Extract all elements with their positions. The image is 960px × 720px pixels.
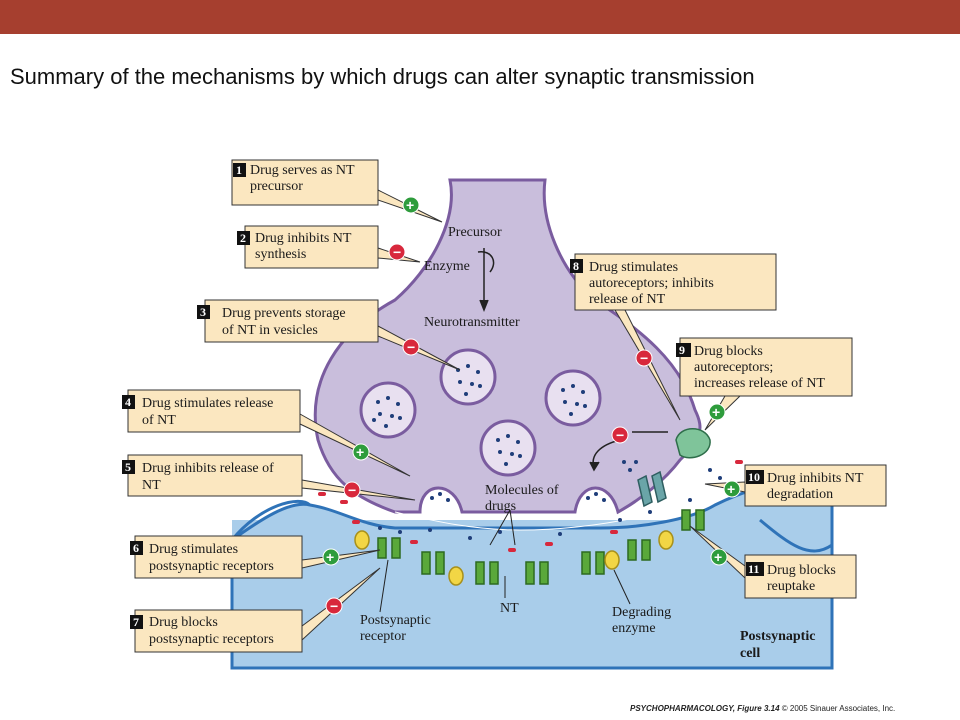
callout-1-num: 1 <box>236 163 242 177</box>
stimulate-badge-11: + <box>710 548 728 566</box>
callout-2: 2 Drug inhibits NT synthesis <box>237 225 421 269</box>
svg-text:+: + <box>326 549 334 565</box>
inhibit-badge-5: − <box>343 481 361 499</box>
label-postsynaptic-cell-line2: cell <box>740 646 760 661</box>
callout-8-line2: autoreceptors; inhibits <box>589 276 714 291</box>
inhibit-badge-8: − <box>635 349 653 367</box>
label-degrading-line1: Degrading <box>612 605 671 620</box>
callout-11-num: 11 <box>748 562 759 576</box>
inhibit-badge-autoreceptor: − <box>611 426 629 444</box>
callout-11-line2: reuptake <box>767 579 815 594</box>
svg-text:+: + <box>356 444 364 460</box>
callout-3-line1: Drug prevents storage <box>222 306 346 321</box>
inhibit-badge-7: − <box>325 597 343 615</box>
callout-2-line2: synthesis <box>255 247 306 262</box>
callout-5-num: 5 <box>125 460 131 474</box>
callout-2-line1: Drug inhibits NT <box>255 231 352 246</box>
callout-9-line3: increases release of NT <box>694 376 825 391</box>
label-precursor: Precursor <box>448 225 502 240</box>
svg-text:−: − <box>616 427 624 443</box>
callout-4-line1: Drug stimulates release <box>142 396 273 411</box>
label-molecules-line1: Molecules of <box>485 483 559 498</box>
effect-badges: + − − + − + − − + + + − <box>322 196 741 615</box>
callout-8-line1: Drug stimulates <box>589 260 678 275</box>
svg-text:+: + <box>714 549 722 565</box>
label-postsynaptic-receptor-line2: receptor <box>360 629 406 644</box>
label-postsynaptic-receptor-line1: Postsynaptic <box>360 613 431 628</box>
label-nt: NT <box>500 601 519 616</box>
callout-6: 6 Drug stimulates postsynaptic receptors <box>130 535 381 579</box>
callout-6-num: 6 <box>133 541 139 555</box>
callout-3-num: 3 <box>200 305 206 319</box>
callout-1-line1: Drug serves as NT <box>250 163 355 178</box>
degrading-enzymes <box>354 530 674 586</box>
callout-2-num: 2 <box>240 231 246 245</box>
callout-10-line1: Drug inhibits NT <box>767 471 864 486</box>
inhibit-badge-3: − <box>402 338 420 356</box>
inhibit-badge-2: − <box>388 243 406 261</box>
callout-8-line3: release of NT <box>589 292 666 307</box>
svg-text:+: + <box>406 197 414 213</box>
svg-text:−: − <box>393 244 401 260</box>
header-bar <box>0 0 960 34</box>
credit-source: PSYCHOPHARMACOLOGY, Figure 3.14 <box>630 704 780 713</box>
label-degrading-line2: enzyme <box>612 621 656 636</box>
callout-6-line1: Drug stimulates <box>149 542 238 557</box>
callout-10-num: 10 <box>748 470 760 484</box>
slide-title: Summary of the mechanisms by which drugs… <box>10 64 755 89</box>
callout-7-line1: Drug blocks <box>149 615 218 630</box>
callout-9-num: 9 <box>679 343 685 357</box>
postsynaptic-receptors <box>377 509 705 585</box>
synaptic-vesicles <box>318 348 743 552</box>
callout-9: 9 Drug blocks autoreceptors; increases r… <box>676 337 853 431</box>
callout-5-line2: NT <box>142 478 161 493</box>
callout-11-line1: Drug blocks <box>767 563 836 578</box>
svg-text:−: − <box>348 482 356 498</box>
stimulate-badge-1: + <box>402 196 420 214</box>
callout-6-line2: postsynaptic receptors <box>149 559 274 574</box>
callout-1-line2: precursor <box>250 179 303 194</box>
svg-text:−: − <box>330 598 338 614</box>
stimulate-badge-10: + <box>723 480 741 498</box>
svg-text:+: + <box>727 481 735 497</box>
callout-5-line1: Drug inhibits release of <box>142 461 274 476</box>
callout-4: 4 Drug stimulates release of NT <box>122 389 411 477</box>
callout-4-num: 4 <box>125 395 131 409</box>
credit-copyright: © 2005 Sinauer Associates, Inc. <box>781 704 896 713</box>
autoreceptor <box>637 428 711 508</box>
stimulate-badge-4: + <box>352 443 370 461</box>
svg-text:−: − <box>407 339 415 355</box>
svg-text:+: + <box>712 404 720 420</box>
callout-9-line2: autoreceptors; <box>694 360 773 375</box>
label-enzyme: Enzyme <box>424 259 470 274</box>
label-postsynaptic-cell-line1: Postsynaptic <box>740 629 815 644</box>
label-leaders <box>379 509 631 613</box>
callout-9-line1: Drug blocks <box>694 344 763 359</box>
stimulate-badge-9: + <box>708 403 726 421</box>
label-neurotransmitter: Neurotransmitter <box>424 315 520 330</box>
svg-text:−: − <box>640 350 648 366</box>
callout-3-line2: of NT in vesicles <box>222 323 318 338</box>
figure-credit: PSYCHOPHARMACOLOGY, Figure 3.14 © 2005 S… <box>630 704 895 713</box>
callout-8-num: 8 <box>573 259 579 273</box>
label-molecules-line2: drugs <box>485 499 516 514</box>
callout-10-line2: degradation <box>767 487 833 502</box>
stimulate-badge-6: + <box>322 548 340 566</box>
callout-4-line2: of NT <box>142 413 176 428</box>
callout-7-line2: postsynaptic receptors <box>149 632 274 647</box>
callout-7-num: 7 <box>133 615 139 629</box>
